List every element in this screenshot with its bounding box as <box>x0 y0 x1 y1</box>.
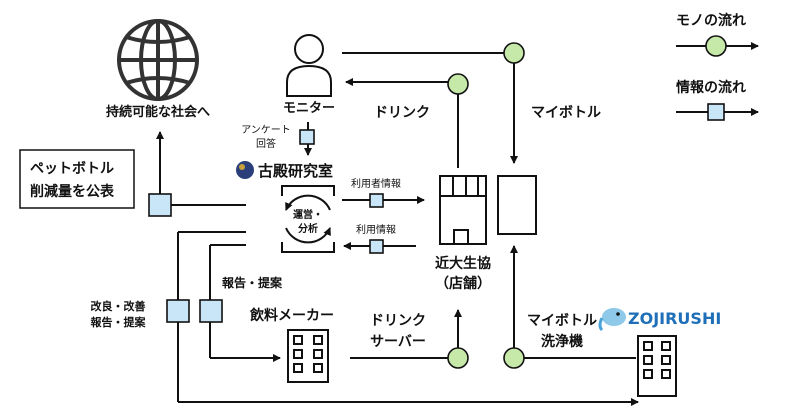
survey-line2: 回答 <box>256 137 276 150</box>
coop-line2: （店舗） <box>435 275 491 292</box>
beverage-maker-building-icon <box>287 329 329 383</box>
operate-box <box>281 185 335 253</box>
info-node-report <box>199 299 223 323</box>
zojirushi-brand-label: ZOJIRUSHI <box>628 309 721 328</box>
elephant-logo-icon <box>598 308 626 332</box>
improve-line1: 改良・改善 <box>91 299 146 313</box>
coop-line1: 近大生協 <box>435 255 491 272</box>
info-node-improve <box>166 299 190 323</box>
info-nodes <box>148 103 725 323</box>
user-info-label: 利用者情報 <box>351 177 401 190</box>
legend-goods-node <box>705 35 727 57</box>
drink-server-line2: サーバー <box>370 334 426 350</box>
info-node-usage-info <box>369 239 384 254</box>
monitor-label: モニター <box>283 101 335 116</box>
lab-label: 古殿研究室 <box>258 162 333 180</box>
lab-logo-icon <box>236 161 254 179</box>
pet-bottle-line1: ペットボトル <box>30 161 114 177</box>
goods-nodes <box>447 35 727 369</box>
info-node-survey <box>299 129 315 145</box>
bottle-washer-line1: マイボトル <box>527 313 597 329</box>
society-label: 持続可能な社会へ <box>106 104 210 120</box>
legend-info-node <box>707 103 725 121</box>
my-bottle-top-label: マイボトル <box>531 105 601 121</box>
goods-node-drink <box>447 73 469 95</box>
pet-bottle-line2: 削減量を公表 <box>30 183 115 200</box>
usage-info-label: 利用情報 <box>356 223 396 236</box>
coop-store-icon <box>439 175 487 245</box>
info-node-society <box>148 193 172 217</box>
pet-bottle-box <box>19 149 135 209</box>
my-bottle-icon <box>497 175 537 235</box>
goods-node-washer <box>503 347 525 369</box>
zojirushi-building-icon <box>637 335 677 397</box>
monitor-person-icon <box>286 34 332 97</box>
info-node-user-info <box>369 193 384 208</box>
bottle-washer-line2: 洗浄機 <box>541 333 583 350</box>
cycle-arrow-top <box>285 194 331 211</box>
legend-info-label: 情報の流れ <box>676 79 746 96</box>
goods-node-server <box>447 347 469 369</box>
improve-line2: 報告・提案 <box>91 315 147 329</box>
globe-icon <box>117 19 199 101</box>
report-proposal-label: 報告・提案 <box>222 275 283 290</box>
goods-node-top-right <box>503 42 525 64</box>
labels: モノの流れ 情報の流れ 持続可能な社会へ ペットボトル 削減量を公表 モニター … <box>30 12 746 350</box>
operate-line2: 分析 <box>298 222 318 235</box>
cycle-arrow-bottom <box>285 227 331 244</box>
operate-line1: 運営・ <box>293 208 323 221</box>
drink-server-line1: ドリンク <box>370 313 426 329</box>
survey-line1: アンケート <box>241 124 291 136</box>
drink-top-label: ドリンク <box>374 105 430 121</box>
beverage-maker-label: 飲料メーカー <box>249 307 334 324</box>
legend-goods-label: モノの流れ <box>676 12 746 29</box>
